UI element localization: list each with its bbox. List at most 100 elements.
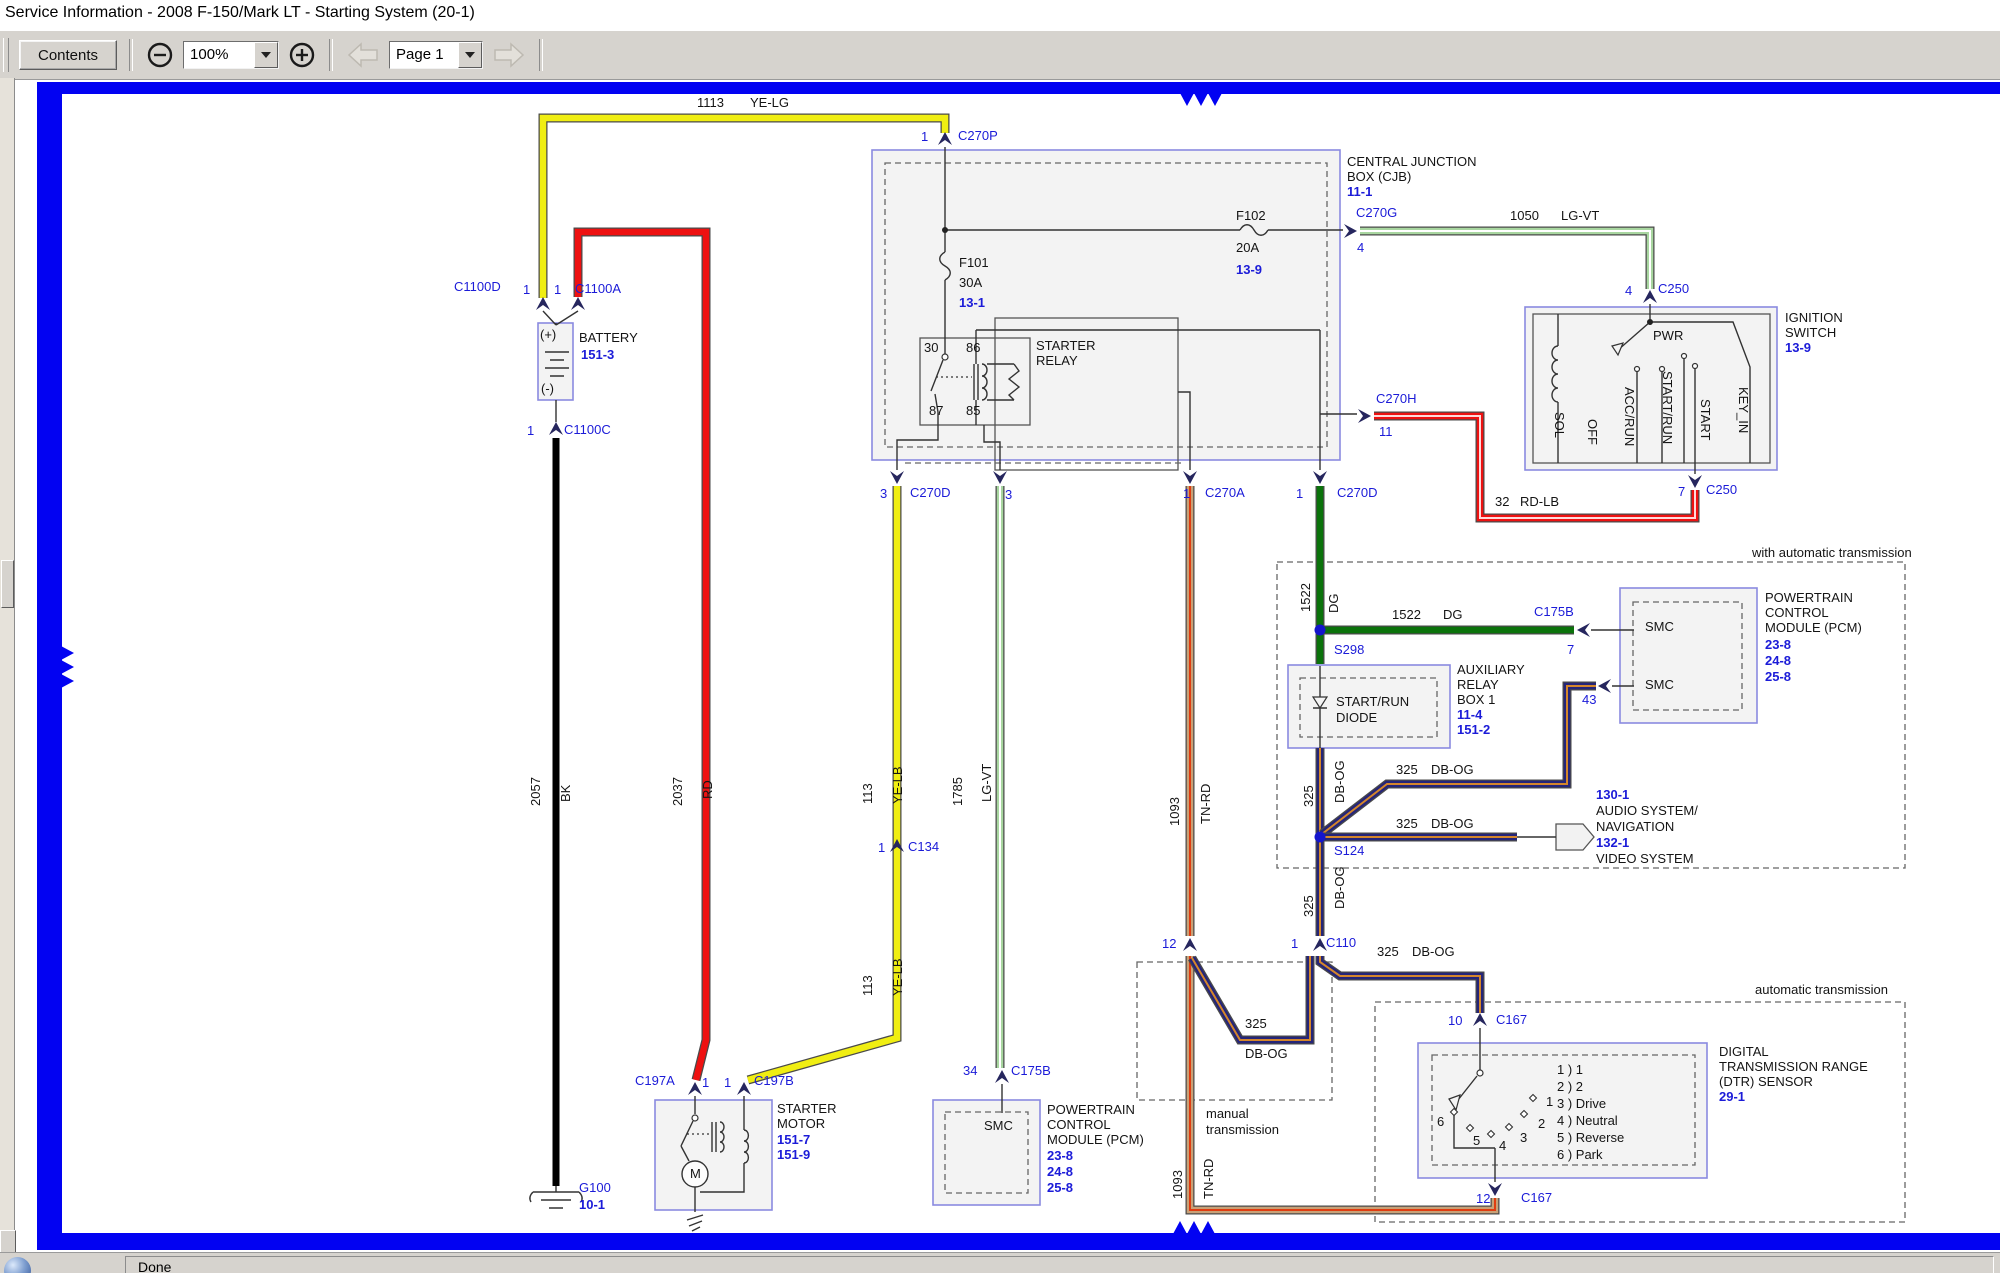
diagram-text-label: DG [1326, 593, 1341, 614]
diagram-text-label: YE-LB [890, 766, 905, 804]
connector-ref-label: C1100A [575, 281, 622, 296]
next-page-icon[interactable] [493, 42, 525, 68]
diagram-text-label: automatic transmission [1755, 982, 1888, 997]
diagram-text-label: LG-VT [979, 763, 994, 802]
diagram-text-label: 6 [1437, 1114, 1445, 1129]
diagram-text-label: MOTOR [777, 1116, 826, 1131]
diagram-text-label: START/RUN [1336, 694, 1410, 709]
connector-ref-label: C197A [635, 1073, 675, 1088]
zoom-select[interactable]: 100% [183, 41, 280, 69]
diagram-text-label: STARTER [777, 1101, 837, 1116]
diagram-text-label: YE-LG [750, 95, 790, 110]
zoom-out-icon[interactable] [146, 41, 174, 69]
diagram-text-label: 3 [1520, 1130, 1528, 1145]
connector-ref-label: 1 [1291, 936, 1299, 951]
toolbar-separator [329, 39, 334, 71]
connector-ref-label: 23-8 [1047, 1148, 1074, 1163]
diagram-text-label: POWERTRAIN [1765, 590, 1853, 605]
connector-ref-label: G100 [579, 1180, 611, 1195]
diagram-text-label: 30A [959, 275, 983, 290]
diagram-text-label: 5 ) Reverse [1557, 1130, 1625, 1145]
diagram-text-label: RD [700, 780, 715, 799]
diagram-text-label: CENTRAL JUNCTION [1347, 154, 1477, 169]
diagram-text-label: 1113 [697, 95, 724, 110]
diagram-text-label: CONTROL [1765, 605, 1829, 620]
page-select[interactable]: Page 1 [389, 41, 484, 69]
diagram-text-label: DIODE [1336, 710, 1378, 725]
diagram-text-label: manual [1206, 1106, 1249, 1121]
diagram-text-label: 113 [860, 975, 875, 996]
diagram-text-label: NAVIGATION [1596, 819, 1675, 834]
diagram-text-label: 325 [1301, 785, 1316, 807]
connector-ref-label: 25-8 [1765, 669, 1792, 684]
toolbar-separator [129, 39, 134, 71]
diagram-text-label: DB-OG [1431, 762, 1474, 777]
diagram-text-label: DB-OG [1332, 760, 1347, 803]
zoom-in-icon[interactable] [288, 41, 316, 69]
zoom-dropdown-button[interactable] [254, 42, 279, 68]
connector-ref-label: 132-1 [1596, 835, 1630, 850]
connector-ref-label: 1 [878, 840, 886, 855]
connector-ref-label: 25-8 [1047, 1180, 1074, 1195]
diagram-text-label: DG [1443, 607, 1463, 622]
status-text: Done [138, 1259, 172, 1273]
connector-ref-label: C175B [1534, 604, 1574, 619]
connector-ref-label: C110 [1326, 935, 1357, 950]
diagram-text-label: TRANSMISSION RANGE [1719, 1059, 1868, 1074]
diagram-text-label: STARTER [1036, 338, 1096, 353]
connector-ref-label: 1 [527, 423, 535, 438]
window-title-bar: Service Information - 2008 F-150/Mark LT… [0, 0, 2000, 30]
connector-ref-label: 23-8 [1765, 637, 1792, 652]
diagram-text-label: 2 [1538, 1116, 1546, 1131]
previous-page-icon[interactable] [347, 42, 379, 68]
connector-ref-label: 24-8 [1047, 1164, 1074, 1179]
diagram-text-label: 32 [1495, 494, 1510, 509]
toolbar-grip-handle[interactable] [3, 38, 9, 72]
connector-ref-label: 1 [1296, 486, 1304, 501]
contents-button[interactable]: Contents [19, 40, 118, 70]
connector-ref-label: C270A [1205, 485, 1245, 500]
diagram-text-label: YE-LB [890, 958, 905, 996]
connector-ref-label: 1 [523, 282, 531, 297]
diagram-text-label: RD-LB [1520, 494, 1560, 509]
connector-ref-label: 151-7 [777, 1132, 811, 1147]
diagram-text-label: PWR [1653, 328, 1684, 343]
connector-ref-label: C270P [958, 128, 998, 143]
diagram-text-label: DB-OG [1431, 816, 1474, 831]
diagram-text-label: START [1698, 399, 1713, 441]
connector-ref-label: C270D [1337, 485, 1378, 500]
page-dropdown-button[interactable] [458, 42, 483, 68]
diagram-text-label: LG-VT [1561, 208, 1600, 223]
diagram-text-label: DB-OG [1245, 1046, 1288, 1061]
diagram-text-label: AUDIO SYSTEM/ [1596, 803, 1698, 818]
left-scrollbar[interactable] [0, 78, 15, 1230]
scrollbar-thumb[interactable] [1, 560, 14, 608]
diagram-text-label: transmission [1206, 1122, 1279, 1137]
diagram-text-label: 325 [1396, 816, 1418, 831]
connector-ref-label: C167 [1521, 1190, 1553, 1205]
diagram-text-label: 3 ) Drive [1557, 1096, 1607, 1111]
connector-ref-label: 11 [1379, 424, 1393, 439]
connector-ref-label: 4 [1357, 240, 1365, 255]
diagram-text-label: TN-RD [1198, 783, 1213, 824]
connector-ref-label: C167 [1496, 1012, 1528, 1027]
connector-ref-label: 1 [702, 1075, 710, 1090]
toolbar-separator [539, 39, 544, 71]
connector-ref-label: 3 [880, 486, 888, 501]
diagram-text-label: SMC [1645, 677, 1674, 692]
diagram-frame-left [37, 82, 62, 1250]
diagram-text-label: DB-OG [1412, 944, 1455, 959]
connector-ref-label: 13-9 [1236, 262, 1263, 277]
diagram-text-label: 325 [1301, 895, 1316, 917]
connector-ref-label: 151-2 [1457, 722, 1491, 737]
diagram-text-label: BK [558, 784, 573, 802]
diagram-text-label: 1522 [1298, 583, 1313, 612]
connector-ref-label: 43 [1582, 692, 1597, 707]
connector-ref-label: C134 [908, 839, 940, 854]
connector-ref-label: 11-4 [1457, 707, 1483, 722]
diagram-text-label: 4 [1499, 1138, 1507, 1153]
diagram-text-label: KEY_IN [1736, 387, 1751, 434]
connector-ref-label: S298 [1334, 642, 1365, 657]
